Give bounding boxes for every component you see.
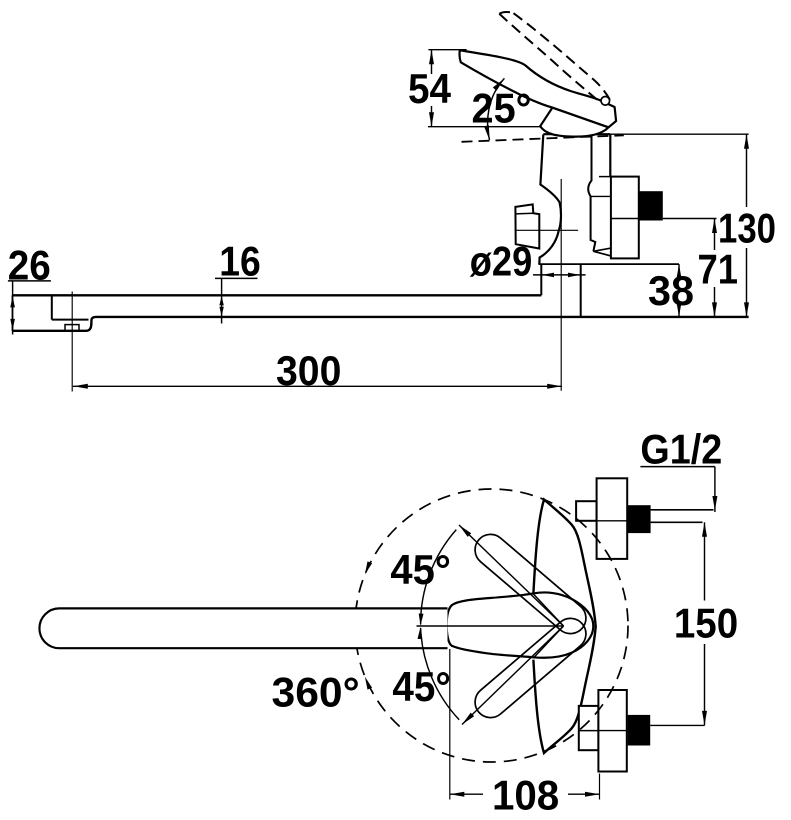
svg-text:26: 26 bbox=[8, 242, 51, 289]
svg-text:71: 71 bbox=[698, 246, 739, 293]
svg-text:54: 54 bbox=[408, 65, 452, 112]
svg-text:16: 16 bbox=[219, 238, 261, 285]
svg-text:ø29: ø29 bbox=[470, 238, 533, 285]
svg-text:25°: 25° bbox=[472, 85, 532, 132]
svg-text:300: 300 bbox=[276, 347, 341, 394]
svg-text:38: 38 bbox=[648, 267, 694, 314]
svg-text:108: 108 bbox=[492, 772, 559, 819]
svg-text:G1/2: G1/2 bbox=[640, 426, 722, 473]
svg-text:150: 150 bbox=[674, 600, 738, 647]
svg-text:130: 130 bbox=[718, 205, 776, 252]
svg-text:45°: 45° bbox=[392, 663, 450, 710]
svg-text:360°: 360° bbox=[272, 669, 360, 716]
svg-text:45°: 45° bbox=[390, 546, 450, 593]
